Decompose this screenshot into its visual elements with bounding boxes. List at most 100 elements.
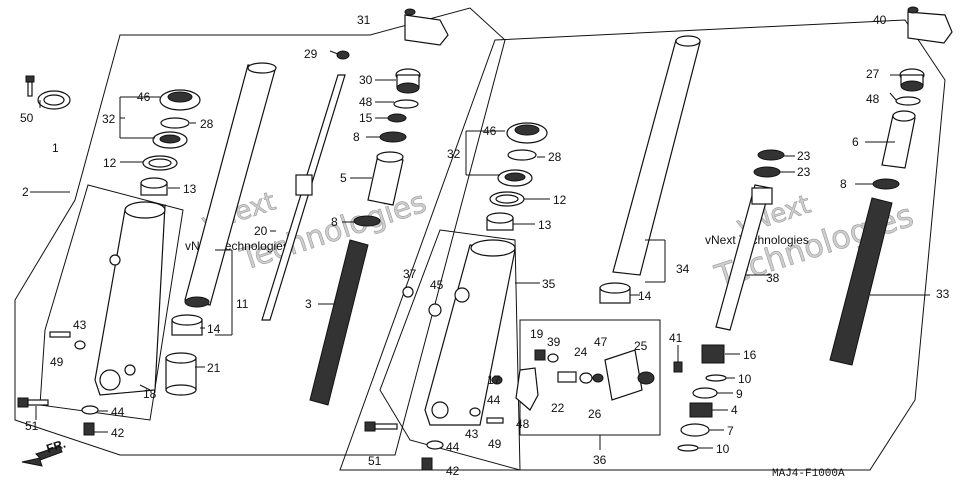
part-rod-38: [715, 184, 773, 331]
label-6: 6: [852, 135, 859, 149]
part-case-19: [534, 349, 546, 361]
label-17: 17: [487, 373, 501, 387]
label-12-left: 12: [103, 156, 117, 170]
part-bolt-22: [557, 371, 577, 383]
part-clip-28-right: [507, 149, 537, 161]
label-48-right-bottom: 48: [516, 417, 530, 431]
part-washer-15: [387, 113, 407, 123]
part-bolt-49-right: [486, 417, 504, 424]
part-washer-39: [547, 353, 559, 363]
label-33: 33: [936, 287, 950, 301]
label-43-left: 43: [73, 318, 87, 332]
part-bushing-13-right: [486, 212, 514, 231]
part-bolt-42-right: [421, 457, 433, 471]
label-15: 15: [359, 111, 373, 125]
label-30: 30: [359, 73, 373, 87]
label-19: 19: [530, 327, 544, 341]
label-8-left-bottom: 8: [331, 215, 338, 229]
part-washer-43-left: [74, 340, 86, 350]
front-label: FR.: [45, 437, 68, 456]
part-clip-10-bottom: [677, 444, 699, 452]
part-bolt-50: [25, 75, 35, 97]
label-32-right: 32: [447, 147, 461, 161]
label-44-right-upper: 44: [487, 393, 501, 407]
part-spacer-5: [367, 151, 404, 206]
part-oring-48-left: [393, 99, 419, 109]
part-bolt-41: [673, 361, 683, 373]
part-washer-44-left: [81, 405, 99, 415]
part-spring-16: [701, 344, 725, 364]
label-26: 26: [588, 407, 602, 421]
part-oring-48-right: [895, 96, 921, 106]
part-washer-8-right: [872, 178, 900, 190]
label-51-left: 51: [25, 419, 39, 433]
label-8-left-top: 8: [353, 130, 360, 144]
part-clip-10-top: [705, 374, 727, 382]
part-washer-12-right: [489, 191, 525, 207]
label-5: 5: [340, 171, 347, 185]
label-40: 40: [873, 13, 887, 27]
label-12-right: 12: [553, 193, 567, 207]
part-washer-8-left-top: [379, 131, 407, 143]
part-spring-33: [829, 197, 893, 366]
label-51-right: 51: [368, 454, 382, 468]
part-gasket-48: [515, 367, 539, 411]
part-spring-3: [309, 239, 369, 406]
callouts-left: 50 1 46 32 28 12 13 2 11 14 21 18 43 49 …: [20, 47, 373, 440]
label-18: 18: [143, 387, 157, 401]
label-45: 45: [430, 278, 444, 292]
part-spring-4: [689, 402, 713, 418]
label-24: 24: [574, 345, 588, 359]
label-13-left: 13: [183, 182, 197, 196]
part-bushing-21: [165, 352, 197, 396]
label-49-left: 49: [50, 355, 64, 369]
label-38: 38: [766, 271, 780, 285]
part-cover-case: [604, 349, 643, 401]
part-bushing-13: [140, 177, 168, 196]
label-10-bottom: 10: [716, 442, 730, 456]
label-42-right: 42: [446, 464, 460, 478]
label-36: 36: [593, 453, 607, 467]
right-assembly-frame: [339, 19, 946, 471]
label-28-right: 28: [548, 150, 562, 164]
label-23-top: 23: [797, 149, 811, 163]
part-ring-24: [579, 372, 593, 384]
label-35: 35: [542, 277, 556, 291]
part-washer-23-bottom: [753, 166, 781, 178]
label-22: 22: [551, 401, 565, 415]
part-bolt-42-left: [83, 422, 95, 436]
label-46-right: 46: [483, 124, 497, 138]
part-cap-27: [899, 68, 925, 92]
label-32-left: 32: [102, 112, 116, 126]
part-washer-9: [692, 387, 718, 399]
part-washer-12: [142, 155, 178, 171]
part-bushing-14-left: [171, 314, 203, 336]
part-seal-32: [152, 131, 188, 149]
label-13-right: 13: [538, 218, 552, 232]
part-oil-seal-46: [159, 89, 201, 111]
part-fork-tube-right: [612, 35, 701, 276]
label-2: 2: [22, 185, 29, 199]
label-1: 1: [52, 141, 59, 155]
label-8-right: 8: [840, 177, 847, 191]
front-direction-arrow: FR.: [21, 437, 68, 467]
part-clamp-1: [37, 90, 71, 110]
part-fork-slider-left: [94, 201, 166, 396]
label-34: 34: [676, 262, 690, 276]
label-49-right: 49: [488, 437, 502, 451]
label-43-right: 43: [465, 427, 479, 441]
label-44-right: 44: [446, 440, 460, 454]
label-41: 41: [669, 331, 683, 345]
callouts-right: 31 40 46 32 28 12 13 35 37 45 34 14 27 4…: [357, 13, 950, 478]
part-ring-25: [637, 371, 655, 385]
label-3: 3: [305, 297, 312, 311]
part-fork-slider-right: [402, 239, 516, 426]
right-subassembly-frame: [379, 229, 521, 471]
label-48-right-top: 48: [866, 92, 880, 106]
part-nut-29: [336, 50, 350, 60]
part-spacer-6: [881, 110, 916, 169]
part-washer-23-top: [757, 149, 785, 161]
part-fork-tube-left: [184, 62, 277, 308]
